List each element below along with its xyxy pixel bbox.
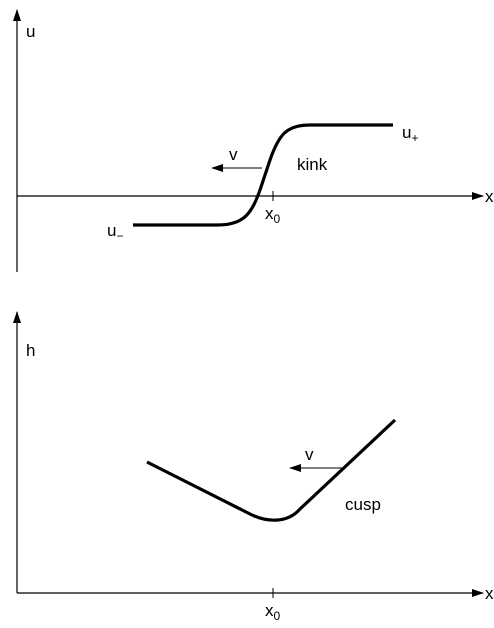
cusp-label: cusp bbox=[345, 495, 381, 514]
top-panel: u x v kink u+ u− x0 bbox=[13, 9, 494, 272]
bottom-x-axis-label: x bbox=[485, 584, 494, 603]
top-velocity-label: v bbox=[229, 145, 238, 164]
bottom-velocity-label: v bbox=[305, 445, 314, 464]
lower-state-label: u− bbox=[107, 221, 123, 243]
kink-curve bbox=[133, 123, 393, 227]
kink-label: kink bbox=[297, 155, 328, 174]
top-x-axis-label: x bbox=[485, 187, 494, 206]
upper-state-label: u+ bbox=[402, 123, 418, 145]
bottom-x0-label: x0 bbox=[265, 601, 281, 623]
bottom-panel: h x v cusp x0 bbox=[13, 311, 494, 623]
bottom-y-axis-label: h bbox=[26, 341, 35, 360]
cusp-curve bbox=[146, 418, 397, 522]
top-y-axis-label: u bbox=[26, 22, 35, 41]
top-x0-label: x0 bbox=[265, 204, 281, 226]
